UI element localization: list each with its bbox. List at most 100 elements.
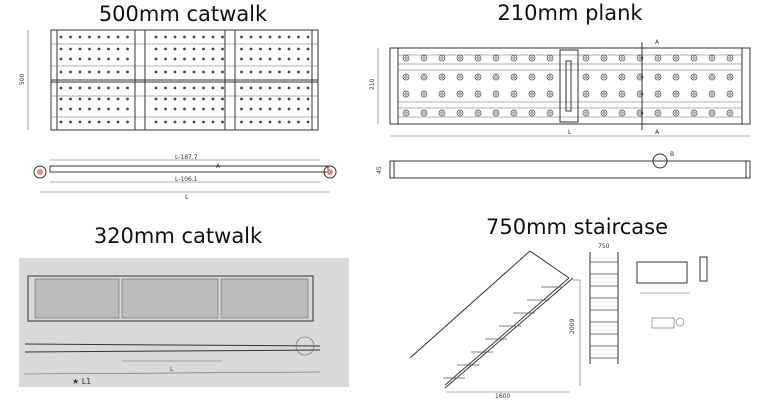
hole [456,54,464,62]
hole [528,54,536,62]
hole [116,70,120,74]
hole [620,92,624,96]
hole [548,75,552,79]
hole [600,109,608,117]
hole [618,109,626,117]
hole [546,73,554,81]
title-500mm-catwalk: 500mm catwalk [98,2,268,26]
hole [654,54,662,62]
hole [78,35,82,39]
hole [221,70,224,74]
dim-210-width: 210 [369,78,376,90]
hole [726,73,734,81]
hole [674,75,678,79]
hole [59,120,63,124]
hole [268,70,272,74]
dim-210-detail-b: B [670,151,674,158]
hole [404,75,408,79]
hole [474,90,482,98]
hole [582,54,590,62]
hole [710,75,714,79]
hole [287,107,291,111]
hole [221,47,224,51]
hole [192,70,196,74]
hole [249,47,253,51]
hole [107,47,110,51]
hole [528,109,536,117]
hole [510,73,518,81]
hole [404,111,408,115]
hole [708,54,716,62]
hole [69,120,72,124]
hole [69,35,72,39]
hole [107,120,110,124]
hole [259,47,262,51]
hole [494,75,498,79]
hole [249,35,253,39]
hole [221,120,224,124]
hole [78,47,82,51]
hole [654,73,662,81]
hole [69,47,72,51]
hole [530,75,534,79]
hole [268,35,272,39]
hole [548,56,552,60]
hole [97,97,101,101]
hole [107,35,110,39]
hole [164,47,167,51]
hole [422,56,426,60]
hole [674,92,678,96]
hole [154,57,158,61]
hole [259,70,262,74]
hole [183,57,186,61]
hole [584,92,588,96]
hole [59,70,63,74]
hole [249,107,253,111]
hole [306,57,310,61]
hole [268,47,272,51]
hole [107,107,110,111]
dim-210-section-a-top: A [655,39,660,46]
hole [456,90,464,98]
hole [268,86,272,90]
hole [126,97,129,101]
hole [420,54,428,62]
dim-500-width: 500 [19,73,26,85]
hole [638,111,642,115]
dim-stair-base: 1600 [495,393,510,400]
hole [116,57,120,61]
hole [69,107,72,111]
plank-210-top-view [377,42,751,137]
hole [638,92,642,96]
hole [69,70,72,74]
hole [88,57,91,61]
hole [297,97,300,101]
hole [202,57,205,61]
hole [221,57,224,61]
hole [107,57,110,61]
hole [620,56,624,60]
hole [154,35,158,39]
hole [692,75,696,79]
hole [692,92,696,96]
hole [306,47,310,51]
hole [259,35,262,39]
hole [728,111,732,115]
hole [88,107,91,111]
hole [192,120,196,124]
hole [278,120,281,124]
hole [183,86,186,90]
hole [78,120,82,124]
hole [173,107,177,111]
hole [126,120,129,124]
hole [438,90,446,98]
hole [211,97,215,101]
hole [221,107,224,111]
hole [164,57,167,61]
hole [78,107,82,111]
hole [126,70,129,74]
hole [154,47,158,51]
dim-500-section: A [216,163,221,170]
hole [512,75,516,79]
hole [173,86,177,90]
